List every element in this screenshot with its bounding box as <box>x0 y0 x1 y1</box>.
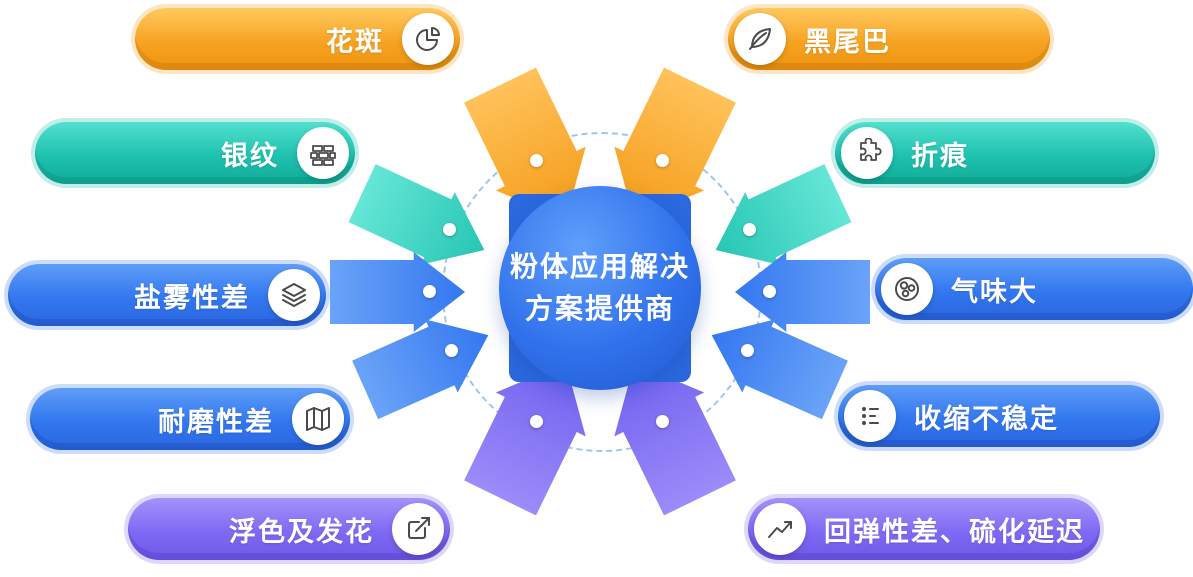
leaf-icon <box>734 13 786 65</box>
node-label: 银纹 <box>221 140 279 171</box>
node-label: 耐磨性差 <box>158 406 274 437</box>
node-label: 折痕 <box>911 140 969 171</box>
node-label: 收缩不稳定 <box>914 403 1059 434</box>
node-pill: 花斑 <box>135 8 460 70</box>
connector-dot <box>763 285 776 298</box>
node-pill: 黑尾巴 <box>728 8 1050 70</box>
layers-icon <box>268 269 320 321</box>
node-label: 浮色及发花 <box>229 516 374 547</box>
node-label: 黑尾巴 <box>804 26 891 57</box>
arrow-box-icon <box>392 503 444 555</box>
node-label: 花斑 <box>326 26 384 57</box>
connector-dot <box>530 415 543 428</box>
node-pill: 银纹 <box>35 122 355 184</box>
node-pill: 收缩不稳定 <box>838 385 1160 447</box>
connector-dot <box>656 415 669 428</box>
pie-chart-icon <box>402 13 454 65</box>
connector-dot <box>423 285 436 298</box>
center-title-line1: 粉体应用解决 <box>509 251 690 282</box>
bricks-icon <box>297 127 349 179</box>
connector-dot <box>743 223 756 236</box>
bubbles-icon <box>881 263 933 315</box>
node-pill: 浮色及发花 <box>128 498 450 560</box>
node-label: 气味大 <box>951 276 1038 307</box>
trend-line-icon <box>754 503 806 555</box>
node-label: 回弹性差、硫化延迟 <box>824 516 1085 547</box>
node-pill: 折痕 <box>835 122 1155 184</box>
center-title-line2: 方案提供商 <box>524 293 675 324</box>
connector-dot <box>741 344 754 357</box>
connector-dot <box>443 223 456 236</box>
map-icon <box>292 393 344 445</box>
node-pill: 回弹性差、硫化延迟 <box>748 498 1100 560</box>
node-label: 盐雾性差 <box>134 282 250 313</box>
connector-dot <box>656 154 669 167</box>
node-pill: 盐雾性差 <box>8 264 326 326</box>
node-pill: 气味大 <box>875 258 1193 320</box>
puzzle-icon <box>841 127 893 179</box>
center-node: 粉体应用解决 方案提供商 <box>499 186 701 390</box>
connector-dot <box>445 344 458 357</box>
node-pill: 耐磨性差 <box>30 388 350 450</box>
connector-dot <box>530 154 543 167</box>
shrink-icon <box>844 390 896 442</box>
center-title: 粉体应用解决 方案提供商 <box>510 246 690 330</box>
